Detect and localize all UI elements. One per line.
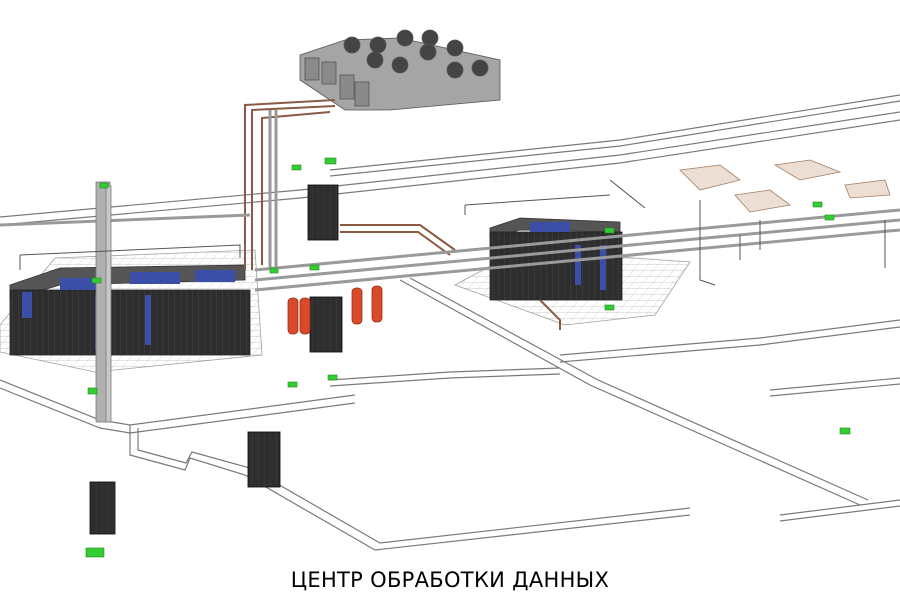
diagram-caption: ЦЕНТР ОБРАБОТКИ ДАННЫХ (290, 568, 610, 592)
ventilation-units (679, 159, 891, 213)
server-rack-row-left (9, 264, 251, 356)
copper-pipes (244, 99, 561, 330)
fire-suppression-cylinders (287, 285, 383, 335)
building-walls (0, 94, 900, 551)
chiller-units (299, 29, 501, 111)
cable-trunks (0, 110, 900, 292)
green-sensors (85, 157, 851, 558)
ceiling-trays (19, 179, 886, 286)
vertical-riser-left (95, 181, 112, 423)
standalone-cabinets (89, 184, 343, 535)
